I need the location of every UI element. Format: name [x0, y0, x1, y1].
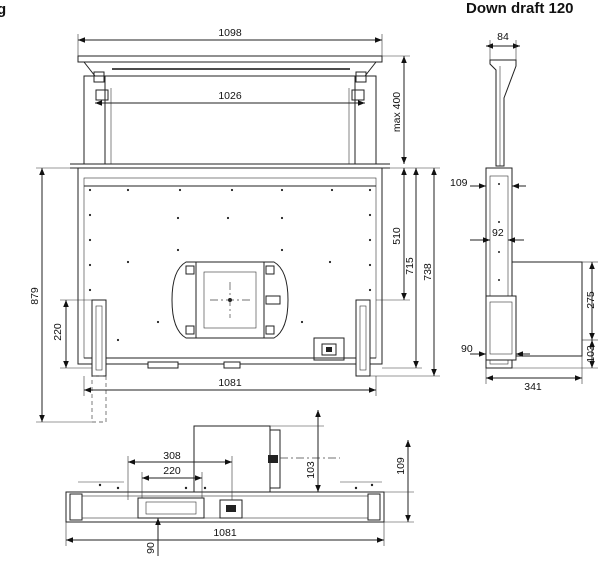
lid-cap-left	[93, 71, 105, 83]
bottom-view: 308 220 103 109 1081 90	[65, 410, 414, 556]
lid-top	[77, 55, 383, 63]
duct-stub	[91, 375, 107, 423]
dim-715: 715	[404, 257, 416, 275]
dim-510: 510	[391, 227, 403, 245]
front-view: 1098 1026 max 400 510 715 738 879 220 10…	[29, 27, 440, 423]
bottom-dim-103: 103	[305, 461, 317, 479]
intake-right-inner	[359, 305, 367, 371]
lid-cap-right	[355, 71, 367, 83]
corner-mark: g	[0, 1, 6, 18]
side-intake	[485, 295, 517, 361]
side-lid	[489, 59, 517, 167]
dim-top-width: 1098	[218, 27, 242, 39]
drawing-title: Down draft 120	[466, 0, 574, 17]
fan-clip-right	[265, 295, 281, 305]
screw-dots	[88, 188, 372, 342]
bottom-end-right	[367, 493, 381, 521]
bottom-tab-mid	[223, 361, 241, 369]
dim-max-height: max 400	[391, 92, 403, 132]
bottom-dim-308: 308	[163, 450, 181, 462]
intake-left	[91, 299, 107, 377]
side-dim-275: 275	[585, 291, 597, 309]
side-intake-inner	[489, 301, 513, 355]
fan-tab-br	[265, 325, 275, 335]
frame-bracket-right	[351, 89, 365, 101]
frame-bracket-left	[95, 89, 109, 101]
fan-housing-outline	[171, 261, 289, 339]
fan-tab-tr	[265, 265, 275, 275]
side-dim-103: 103	[585, 345, 597, 363]
fan-housing-inner	[203, 271, 257, 329]
control-box-jack	[326, 347, 332, 352]
fan-tab-bl	[185, 325, 195, 335]
bottom-screw-dots	[98, 483, 374, 490]
fan-tab-tl	[185, 265, 195, 275]
dim-220-front: 220	[52, 323, 64, 341]
bottom-intake-left	[137, 497, 205, 519]
dim-inner-width: 1026	[218, 90, 242, 102]
bottom-dim-90: 90	[145, 542, 157, 554]
side-dim-90: 90	[461, 343, 473, 355]
bottom-control-jack	[226, 505, 236, 512]
side-dim-84: 84	[497, 31, 509, 43]
bottom-intake-left-inner	[145, 501, 197, 515]
bottom-fan-tab	[268, 455, 278, 463]
intake-right	[355, 299, 371, 377]
bottom-dim-109: 109	[395, 457, 407, 475]
bottom-tab-left	[147, 361, 179, 369]
side-fan-box	[511, 261, 583, 357]
dim-879: 879	[29, 287, 41, 305]
dim-738: 738	[422, 263, 434, 281]
bottom-body-outer	[65, 491, 385, 523]
side-dim-109: 109	[450, 177, 468, 189]
intake-left-inner	[95, 305, 103, 371]
bottom-dim-220: 220	[163, 465, 181, 477]
side-dim-341: 341	[524, 381, 542, 393]
bottom-end-left	[69, 493, 83, 521]
dim-bottom-width: 1081	[218, 377, 242, 389]
side-view: 84 109 92 90 275 103 341	[450, 31, 598, 393]
side-screw-dots	[498, 183, 500, 281]
side-body-inner	[489, 175, 509, 365]
bottom-dim-1081: 1081	[213, 527, 237, 539]
fan-center	[228, 298, 232, 302]
side-dim-92: 92	[492, 227, 504, 239]
